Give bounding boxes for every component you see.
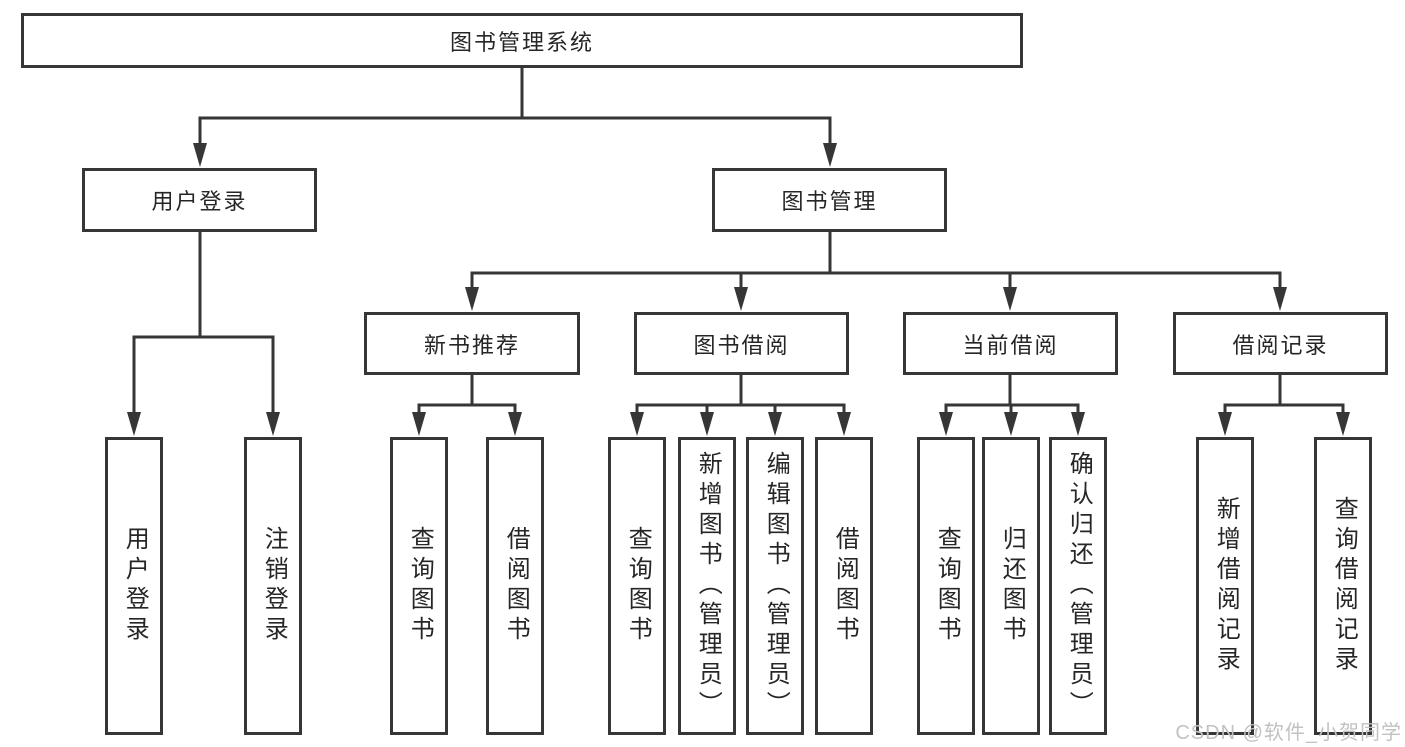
node-label: 图书管理系统 [449, 29, 594, 55]
node-label: 新书推荐 [423, 332, 520, 358]
node-borrowing-records: 借阅记录 [1173, 312, 1388, 375]
leaf-label: 编辑图书（管理员） [762, 451, 790, 721]
node-label: 图书借阅 [693, 332, 790, 358]
node-label: 图书管理 [781, 189, 878, 214]
csdn-watermark: CSDN @软件_小贺同学 [1175, 722, 1402, 744]
leaf-label: 借阅图书 [831, 526, 859, 646]
node-current-borrowing: 当前借阅 [903, 312, 1118, 375]
leaf-logout: 注销登录 [244, 437, 302, 735]
leaf-label: 查询借阅记录 [1330, 496, 1358, 676]
leaf-return-books: 归还图书 [982, 437, 1040, 735]
node-label: 用户登录 [151, 189, 248, 214]
node-label: 借阅记录 [1232, 332, 1329, 358]
leaf-label: 归还图书 [998, 526, 1026, 646]
leaf-confirm-return-admin: 确认归还（管理员） [1049, 437, 1107, 735]
node-book-borrowing: 图书借阅 [634, 312, 849, 375]
leaf-label: 查询图书 [933, 526, 961, 646]
leaf-query-books-borrowing: 查询图书 [608, 437, 666, 735]
leaf-query-books-current: 查询图书 [917, 437, 975, 735]
leaf-label: 新增借阅记录 [1212, 496, 1240, 676]
leaf-label: 查询图书 [624, 526, 652, 646]
arrowheads [127, 143, 1350, 436]
node-library-management-system: 图书管理系统 [21, 13, 1023, 68]
leaf-label: 借阅图书 [502, 526, 530, 646]
leaf-label: 用户登录 [121, 526, 149, 646]
leaf-query-books-recommend: 查询图书 [390, 437, 448, 735]
leaf-label: 确认归还（管理员） [1065, 451, 1093, 721]
leaf-label: 新增图书（管理员） [694, 451, 722, 721]
leaf-add-books-admin: 新增图书（管理员） [678, 437, 736, 735]
leaf-query-borrow-record: 查询借阅记录 [1314, 437, 1372, 735]
leaf-add-borrow-record: 新增借阅记录 [1196, 437, 1254, 735]
node-user-login: 用户登录 [82, 168, 317, 232]
node-label: 当前借阅 [962, 332, 1059, 358]
leaf-borrow-books-recommend: 借阅图书 [486, 437, 544, 735]
leaf-borrow-books: 借阅图书 [815, 437, 873, 735]
leaf-user-login: 用户登录 [105, 437, 163, 735]
leaf-edit-books-admin: 编辑图书（管理员） [746, 437, 804, 735]
node-new-book-recommendation: 新书推荐 [364, 312, 580, 375]
node-book-management: 图书管理 [712, 168, 947, 232]
leaf-label: 查询图书 [406, 526, 434, 646]
leaf-label: 注销登录 [260, 526, 288, 646]
